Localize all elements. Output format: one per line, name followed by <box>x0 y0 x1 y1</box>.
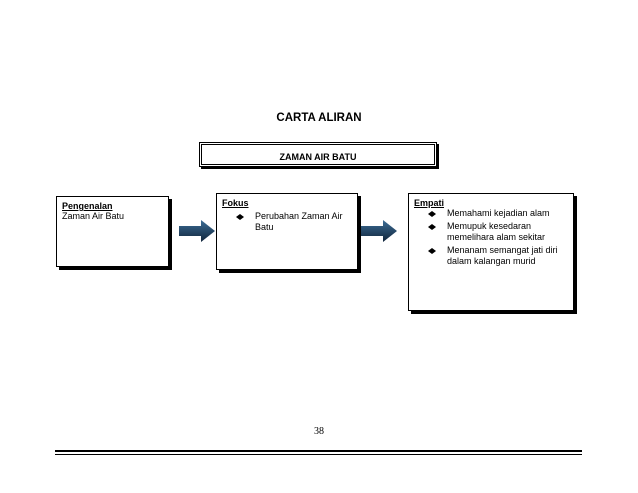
intro-heading: Pengenalan <box>62 201 113 211</box>
intro-card: Pengenalan Zaman Air Batu <box>56 196 169 267</box>
footer-rule <box>55 454 582 455</box>
topic-label: ZAMAN AIR BATU <box>279 152 357 162</box>
empathy-list: Memahami kejadian alam Memupuk kesedaran… <box>423 208 571 267</box>
list-item: Perubahan Zaman Air Batu <box>231 211 355 233</box>
list-item-label: Memahami kejadian alam <box>447 208 550 218</box>
list-item: Memahami kejadian alam <box>423 208 571 219</box>
empathy-card: Empati Memahami kejadian alam Memupuk ke… <box>408 193 574 311</box>
list-item-label: Menanam semangat jati diri dalam kalanga… <box>447 245 558 266</box>
chart-title: CARTA ALIRAN <box>276 112 362 124</box>
focus-list: Perubahan Zaman Air Batu <box>231 211 355 233</box>
page-number: 38 <box>314 426 324 437</box>
footer-rule <box>55 450 582 452</box>
topic-box: ZAMAN AIR BATU <box>199 142 437 167</box>
right-arrow-icon <box>179 220 215 242</box>
list-item: Memupuk kesedaran memelihara alam sekita… <box>423 221 571 243</box>
list-item: Menanam semangat jati diri dalam kalanga… <box>423 245 571 267</box>
list-item-label: Memupuk kesedaran memelihara alam sekita… <box>447 221 546 242</box>
diamond-bullet-icon <box>236 214 244 220</box>
diamond-bullet-icon <box>428 224 436 230</box>
list-item-label: Perubahan Zaman Air Batu <box>255 211 343 232</box>
empathy-heading: Empati <box>414 198 445 208</box>
diamond-bullet-icon <box>428 211 436 217</box>
right-arrow-icon <box>361 220 397 242</box>
focus-heading: Fokus <box>222 198 249 208</box>
focus-card: Fokus Perubahan Zaman Air Batu <box>216 193 358 270</box>
intro-body: Zaman Air Batu <box>62 211 125 221</box>
diamond-bullet-icon <box>428 248 436 254</box>
